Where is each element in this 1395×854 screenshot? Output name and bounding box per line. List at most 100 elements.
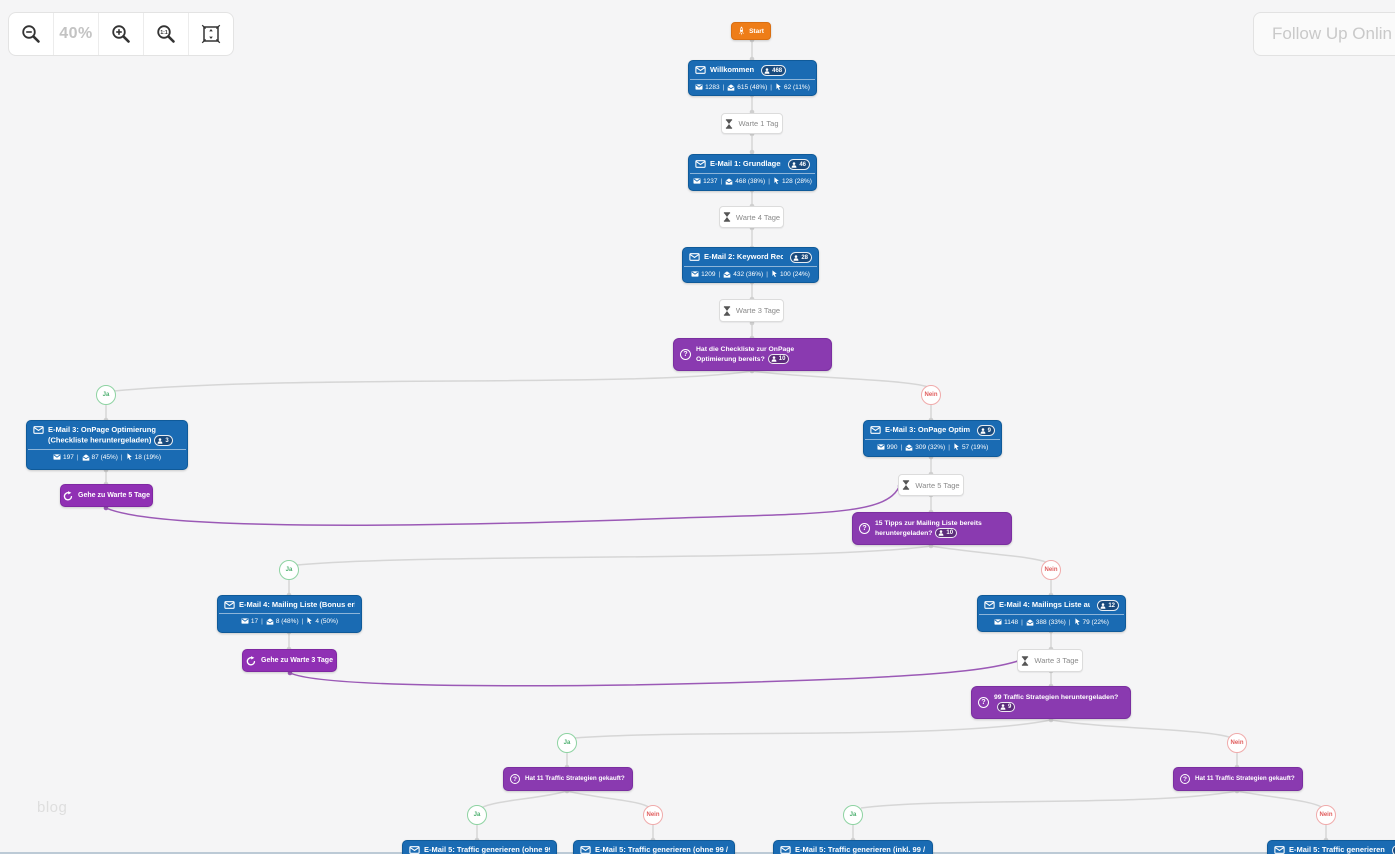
zoom-actual-size-button[interactable]: 1:1: [143, 13, 188, 55]
opened-icon: [1026, 619, 1034, 626]
clicked-icon: [773, 177, 780, 185]
email-title: E-Mail 5: Traffic generieren (ohne 99 / …: [595, 845, 728, 854]
envelope-icon: [409, 846, 420, 854]
zoom-actual-size-icon: 1:1: [157, 25, 175, 43]
recipient-badge: 28: [790, 252, 812, 263]
opened-icon: [82, 454, 90, 461]
email-node-5-ohne99-inkl[interactable]: E-Mail 5: Traffic generieren (ohne 99 / …: [573, 840, 735, 854]
person-icon: [157, 438, 163, 444]
decision-node-gekauft-right[interactable]: ? Hat 11 Traffic Strategien gekauft?: [1173, 767, 1303, 791]
envelope-icon: [695, 160, 706, 168]
wait-label: Warte 3 Tage: [1034, 656, 1079, 665]
email-node-5-traffic[interactable]: E-Mail 5: Traffic generieren 5: [1267, 840, 1395, 854]
person-icon: [980, 428, 986, 434]
opened-icon: [727, 84, 735, 91]
loop-icon: [246, 656, 256, 666]
wait-node-5-tage[interactable]: Warte 5 Tage: [898, 474, 964, 496]
goto-label: Gehe zu Warte 3 Tage: [261, 657, 333, 664]
zoom-in-button[interactable]: [98, 13, 143, 55]
recipient-badge: 10: [767, 354, 790, 365]
recipient-badge: 46: [788, 159, 810, 170]
sent-icon: [994, 619, 1002, 625]
goto-node-warte-5-tage[interactable]: Gehe zu Warte 5 Tage: [60, 484, 153, 507]
watermark-text: blog: [37, 799, 68, 816]
hourglass-icon: [1021, 656, 1029, 666]
email-node-4-bonus[interactable]: E-Mail 4: Mailing Liste (Bonus erhalten)…: [217, 595, 362, 633]
goto-node-warte-3-tage[interactable]: Gehe zu Warte 3 Tage: [242, 649, 337, 672]
email-node-1-grundlagen[interactable]: E-Mail 1: Grundlagen 46 1237 | 468 (38%)…: [688, 154, 817, 191]
clicked-icon: [775, 83, 782, 91]
clicked-icon: [953, 443, 960, 451]
branch-label-ja: Ja: [557, 733, 577, 753]
clicked-icon: [771, 270, 778, 278]
recipient-badge: 468: [761, 65, 787, 76]
email-stats: 1237 | 468 (38%) | 128 (28%): [690, 173, 815, 188]
question-icon: ?: [978, 697, 989, 708]
email-node-5-inkl99-ohne[interactable]: E-Mail 5: Traffic generieren (inkl. 99 /…: [773, 840, 933, 854]
branch-label-nein: Nein: [1316, 805, 1336, 825]
zoom-level-display: 40%: [53, 13, 98, 55]
envelope-icon: [780, 846, 791, 854]
clicked-icon: [1074, 618, 1081, 626]
person-icon: [793, 255, 799, 261]
wait-node-3-tage-b[interactable]: Warte 3 Tage: [1017, 649, 1083, 672]
envelope-icon: [1274, 846, 1285, 854]
clicked-icon: [126, 453, 133, 461]
branch-label-nein: Nein: [921, 385, 941, 405]
email-node-3-onpage-checkliste[interactable]: E-Mail 3: OnPage Optimierung (Checkliste…: [26, 420, 188, 470]
question-icon: ?: [680, 349, 691, 360]
envelope-icon: [984, 601, 995, 609]
question-icon: ?: [1180, 774, 1190, 784]
hourglass-icon: [723, 306, 731, 316]
wait-node-1-tag[interactable]: Warte 1 Tag: [721, 113, 783, 134]
question-icon: ?: [510, 774, 520, 784]
sent-icon: [53, 454, 61, 460]
envelope-icon: [580, 846, 591, 854]
email-title: E-Mail 4: Mailings Liste aufbauen: [999, 600, 1091, 609]
email-stats: 1209 | 432 (36%) | 100 (24%): [684, 266, 817, 281]
email-node-4-mailings-liste[interactable]: E-Mail 4: Mailings Liste aufbauen 12 114…: [977, 595, 1126, 632]
recipient-badge: 9: [976, 425, 995, 436]
zoom-fit-icon: [201, 24, 221, 44]
wait-label: Warte 5 Tage: [915, 480, 960, 490]
email-node-5-ohne99-11[interactable]: E-Mail 5: Traffic generieren (ohne 99 / …: [402, 840, 557, 854]
wait-node-3-tage-a[interactable]: Warte 3 Tage: [719, 299, 784, 322]
loop-icon: [63, 491, 73, 501]
envelope-icon: [224, 601, 235, 609]
person-icon: [1100, 603, 1106, 609]
zoom-fit-button[interactable]: [188, 13, 233, 55]
person-icon: [791, 162, 797, 168]
hourglass-icon: [725, 119, 733, 129]
opened-icon: [723, 271, 731, 278]
sent-icon: [241, 618, 249, 624]
envelope-icon: [689, 253, 700, 261]
rocket-icon: [738, 26, 745, 36]
email-title: E-Mail 5: Traffic generieren (inkl. 99 /…: [795, 845, 926, 854]
email-title: E-Mail 4: Mailing Liste (Bonus erhalten): [239, 600, 355, 609]
decision-node-checkliste[interactable]: ? Hat die Checkliste zur OnPage Optimier…: [673, 338, 832, 371]
hourglass-icon: [723, 212, 731, 222]
opened-icon: [266, 618, 274, 625]
zoom-out-button[interactable]: [9, 13, 53, 55]
email-title: E-Mail 2: Keyword Recherche: [704, 252, 784, 261]
start-node[interactable]: Start: [731, 22, 771, 40]
branch-label-nein: Nein: [1227, 733, 1247, 753]
decision-node-gekauft-left[interactable]: ? Hat 11 Traffic Strategien gekauft?: [503, 767, 633, 791]
follow-up-button[interactable]: Follow Up Onlin: [1253, 12, 1395, 56]
email-node-3-onpage[interactable]: E-Mail 3: OnPage Optimierung 9 990 | 309…: [863, 420, 1002, 457]
decision-text: 15 Tipps zur Mailing Liste bereits herun…: [875, 519, 982, 539]
zoom-level-value: 40%: [59, 25, 93, 42]
person-icon: [1000, 704, 1006, 710]
person-icon: [938, 530, 944, 536]
opened-icon: [725, 178, 733, 185]
email-title: E-Mail 5: Traffic generieren: [1289, 845, 1385, 854]
envelope-icon: [33, 426, 44, 434]
decision-node-traffic99[interactable]: ? 99 Traffic Strategien heruntergeladen?…: [971, 686, 1131, 719]
branch-label-ja: Ja: [843, 805, 863, 825]
email-node-willkommen[interactable]: Willkommen 468 1283 | 615 (48%) | 62 (11…: [688, 60, 817, 96]
decision-node-tipps[interactable]: ? 15 Tipps zur Mailing Liste bereits her…: [852, 512, 1012, 545]
email-node-2-keyword-recherche[interactable]: E-Mail 2: Keyword Recherche 28 1209 | 43…: [682, 247, 819, 283]
wait-node-4-tage[interactable]: Warte 4 Tage: [719, 206, 784, 228]
